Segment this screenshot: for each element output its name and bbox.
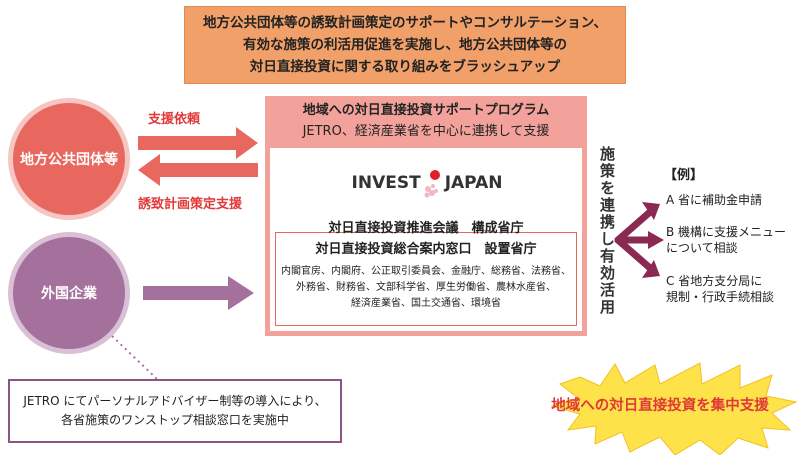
plan-support-arrow [138, 154, 258, 186]
ministry-list-line: 経済産業省、国土交通省、環境省 [351, 298, 501, 309]
example-b-line-2: について相談 [666, 241, 738, 255]
support-request-arrow [138, 127, 258, 159]
ministry-list-line: 内閣官房、内閣府、公正取引委員会、金融庁、総務省、法務省、 [281, 266, 571, 277]
examples-title: 【例】 [664, 168, 704, 183]
example-c-line-2: 規制・行政手続相談 [666, 290, 775, 304]
consultation-window-title: 対日直接投資総合案内窓口 設置省庁 [315, 242, 537, 257]
banner-line-1: 地方公共団体等の誘致計画策定のサポートやコンサルテーション、 [203, 15, 607, 31]
support-program-header: 地域への対日直接投資サポートプログラム JETRO、経済産業省を中心に連携して支… [265, 96, 587, 146]
council-title: 対日直接投資推進会議 構成省庁 [328, 221, 524, 236]
jetro-advisor-note: JETRO にてパーソナルアドバイザー制等の導入により、 各省施策のワンストップ… [8, 379, 342, 443]
banner-line-3: 対日直接投資に関する取り組みをブラッシュアップ [249, 59, 561, 75]
starburst-shape [550, 362, 798, 455]
foreign-company-circle: 外国企業 [8, 232, 130, 354]
logo-text-invest: INVEST [351, 173, 421, 193]
policy-coordination-label: 施策を連携し有効活用 [598, 146, 616, 316]
example-b: B 機構に支援メニュー について相談 [666, 224, 786, 256]
program-title: 地域への対日直接投資サポートプログラム [302, 103, 550, 118]
example-a: A 省に補助金申請 [666, 193, 763, 207]
local-government-circle: 地方公共団体等 [8, 98, 130, 220]
foreign-company-arrow [143, 276, 254, 310]
top-summary-banner: 地方公共団体等の誘致計画策定のサポートやコンサルテーション、 有効な施策の利活用… [184, 6, 626, 84]
local-government-label: 地方公共団体等 [20, 152, 118, 168]
logo-flower-icon [422, 169, 444, 198]
example-b-line-1: B 機構に支援メニュー [666, 225, 787, 239]
support-request-label: 支援依頼 [148, 112, 201, 127]
plan-support-label: 誘致計画策定支援 [138, 197, 243, 212]
ministry-list-line: 外務省、財務省、文部科学省、厚生労働省、農林水産省、 [296, 282, 556, 293]
jetro-dotted-connector [111, 335, 159, 381]
jetro-note-line-2: 各省施策のワンストップ相談窓口を実施中 [61, 413, 289, 427]
council-box [275, 232, 577, 326]
example-c: C 省地方支分局に 規制・行政手続相談 [666, 273, 774, 305]
logo-text-japan: JAPAN [444, 173, 503, 193]
program-subtitle: JETRO、経済産業省を中心に連携して支援 [302, 124, 550, 139]
jetro-note-line-1: JETRO にてパーソナルアドバイザー制等の導入により、 [23, 394, 327, 408]
concentrated-support-label: 地域への対日直接投資を集中支援 [551, 398, 769, 414]
example-fan-arrows [614, 208, 656, 272]
foreign-company-label: 外国企業 [41, 286, 97, 302]
ministry-list: 内閣官房、内閣府、公正取引委員会、金融庁、総務省、法務省、 外務省、財務省、文部… [278, 264, 574, 312]
banner-line-2: 有効な施策の利活用促進を実施し、地方公共団体等の [243, 37, 567, 53]
example-c-line-1: C 省地方支分局に [666, 274, 763, 288]
invest-japan-logo: INVEST JAPAN [352, 166, 502, 200]
